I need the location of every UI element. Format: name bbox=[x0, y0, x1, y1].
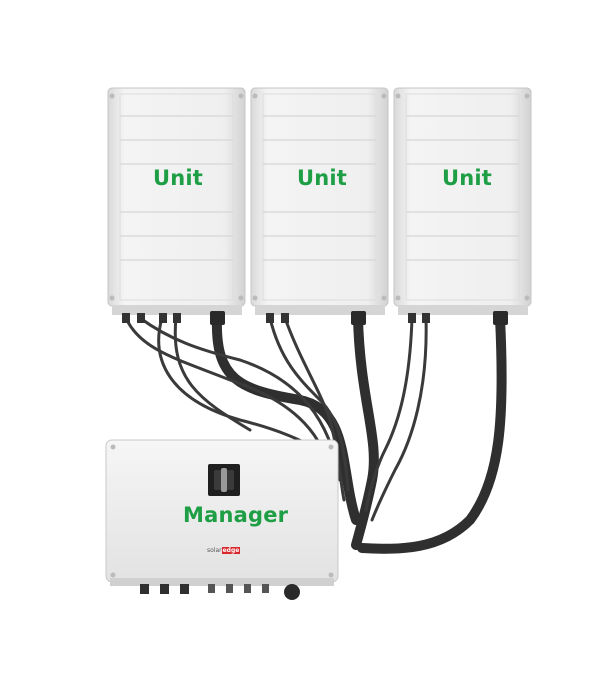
brand-prefix: solar bbox=[207, 547, 222, 554]
unit-label-1: Unit bbox=[153, 166, 204, 190]
unit-housing-3 bbox=[393, 87, 532, 325]
brand-suffix: edge bbox=[221, 547, 241, 554]
unit-label-2: Unit bbox=[297, 166, 348, 190]
dc-switch-icon bbox=[208, 464, 240, 496]
manager-housing bbox=[105, 439, 339, 600]
manager-label: Manager bbox=[183, 503, 289, 527]
unit-label-3: Unit bbox=[442, 166, 493, 190]
cables bbox=[124, 313, 507, 554]
unit-housing-2 bbox=[250, 87, 389, 325]
brand-logo: solaredge bbox=[207, 547, 241, 554]
unit-housing-1 bbox=[107, 87, 246, 325]
